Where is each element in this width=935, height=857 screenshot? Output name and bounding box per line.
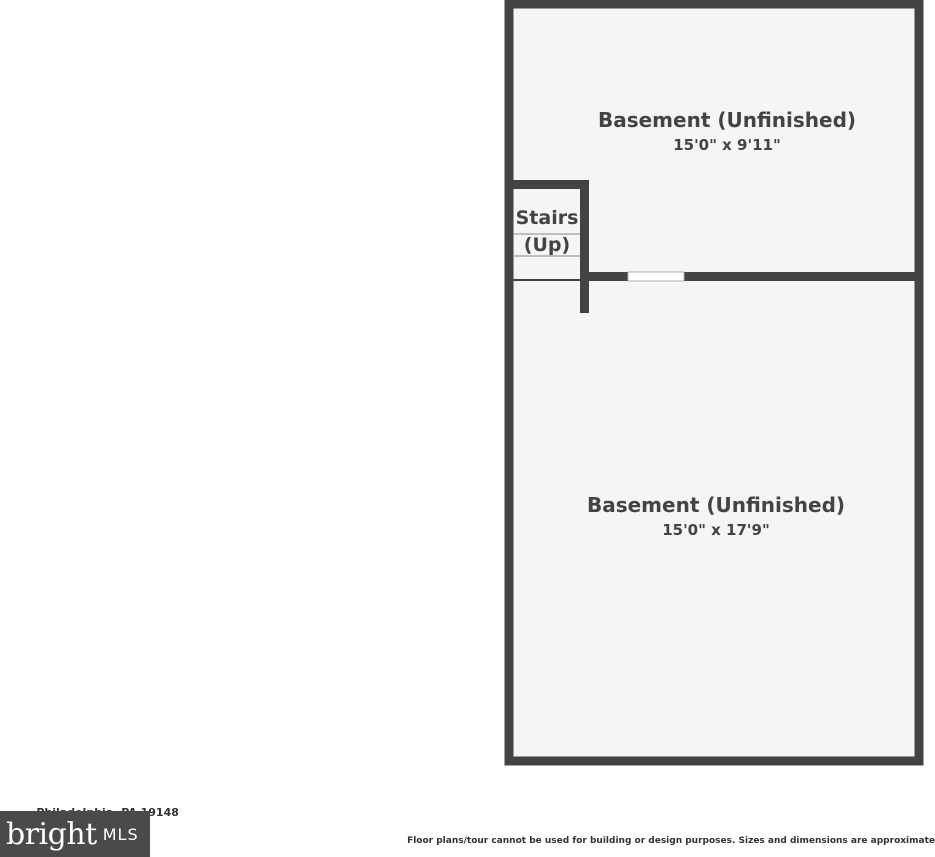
- stairs-label: Stairs: [515, 207, 579, 229]
- room-dimensions-basement-top: 15'0" x 9'11": [673, 136, 781, 154]
- stairs-direction-label: (Up): [523, 234, 571, 256]
- dividing-wall: [588, 272, 919, 281]
- disclaimer-text: Floor plans/tour cannot be used for buil…: [407, 836, 935, 846]
- floor-area: [509, 4, 919, 761]
- bright-mls-logo: bright MLS: [0, 811, 150, 857]
- doorway-opening: [627, 271, 685, 282]
- room-name-basement-top: Basement (Unfinished): [597, 108, 857, 132]
- room-dimensions-basement-bottom: 15'0" x 17'9": [662, 521, 770, 539]
- room-name-basement-bottom: Basement (Unfinished): [586, 493, 846, 517]
- logo-brand-text: bright: [6, 816, 97, 852]
- stair-wall-right: [580, 180, 589, 313]
- stair-wall-top: [513, 180, 589, 189]
- logo-suffix-text: MLS: [102, 824, 139, 844]
- outer-wall: [504, 0, 924, 766]
